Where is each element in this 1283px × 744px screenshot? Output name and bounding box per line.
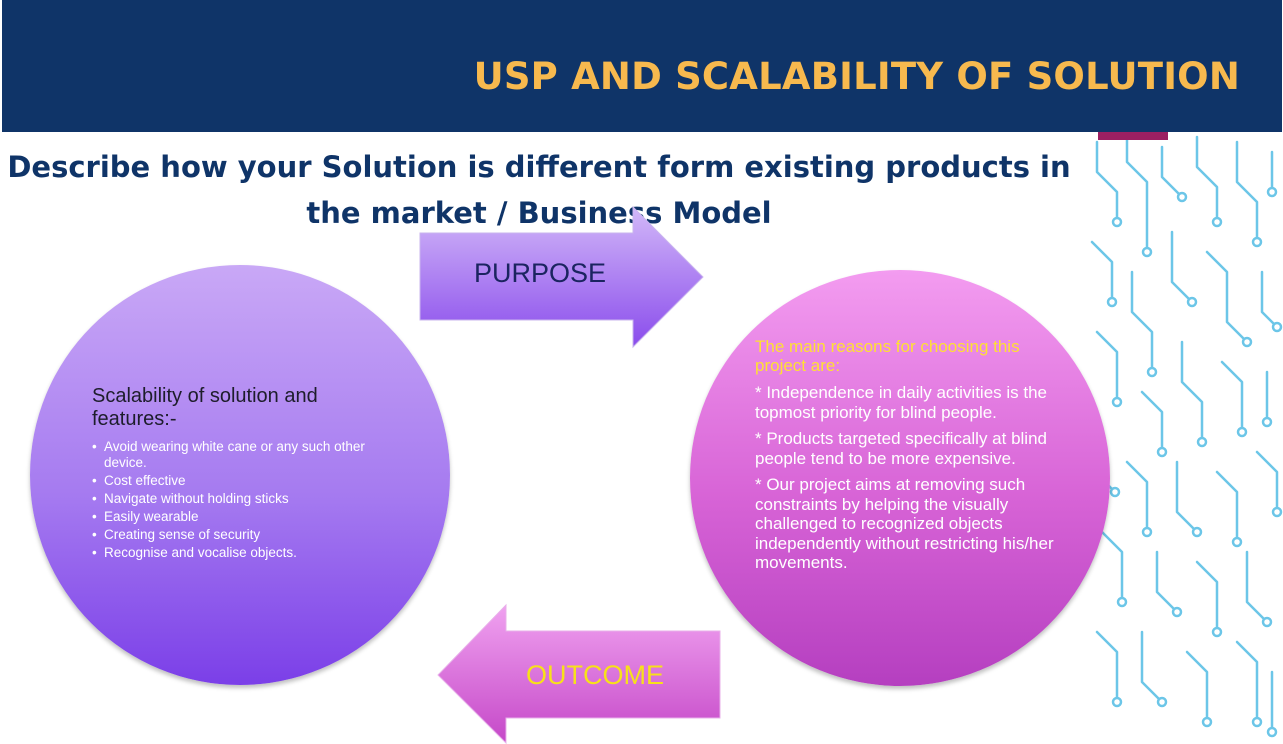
scalability-heading: Scalability of solution and features:-	[92, 385, 392, 431]
question-heading: Describe how your Solution is different …	[0, 144, 1078, 236]
scalability-heading-line-1: Scalability of solution and	[92, 385, 318, 407]
question-line-2: the market / Business Model	[306, 196, 772, 230]
reasons-content: The main reasons for choosing this proje…	[755, 337, 1055, 580]
reason-point: * Products targeted specifically at blin…	[755, 429, 1047, 468]
question-line-1: Describe how your Solution is different …	[7, 150, 1071, 184]
purpose-label: PURPOSE	[474, 258, 607, 288]
title-bar: USP AND SCALABILITY OF SOLUTION	[2, 0, 1282, 132]
slide-title: USP AND SCALABILITY OF SOLUTION	[473, 55, 1240, 98]
reason-point: * Independence in daily activities is th…	[755, 383, 1048, 422]
outcome-label: OUTCOME	[526, 660, 664, 690]
scalability-heading-line-2: features:-	[92, 408, 177, 430]
list-item: Navigate without holding sticks	[92, 491, 392, 507]
circuit-board-decoration	[1090, 135, 1283, 738]
list-item: Avoid wearing white cane or any such oth…	[92, 439, 392, 471]
feature-list: Avoid wearing white cane or any such oth…	[92, 439, 392, 561]
reasons-circle	[690, 270, 1110, 686]
reason-point: * Our project aims at removing such cons…	[755, 475, 1054, 572]
purpose-arrow	[419, 205, 704, 349]
list-item: Easily wearable	[92, 509, 392, 525]
reasons-heading: The main reasons for choosing this proje…	[755, 337, 1020, 375]
list-item: Recognise and vocalise objects.	[92, 545, 392, 561]
list-item: Creating sense of security	[92, 527, 392, 543]
list-item: Cost effective	[92, 473, 392, 489]
accent-tab	[1098, 132, 1168, 140]
outcome-arrow	[437, 603, 721, 744]
scalability-content: Scalability of solution and features:- A…	[92, 385, 392, 563]
